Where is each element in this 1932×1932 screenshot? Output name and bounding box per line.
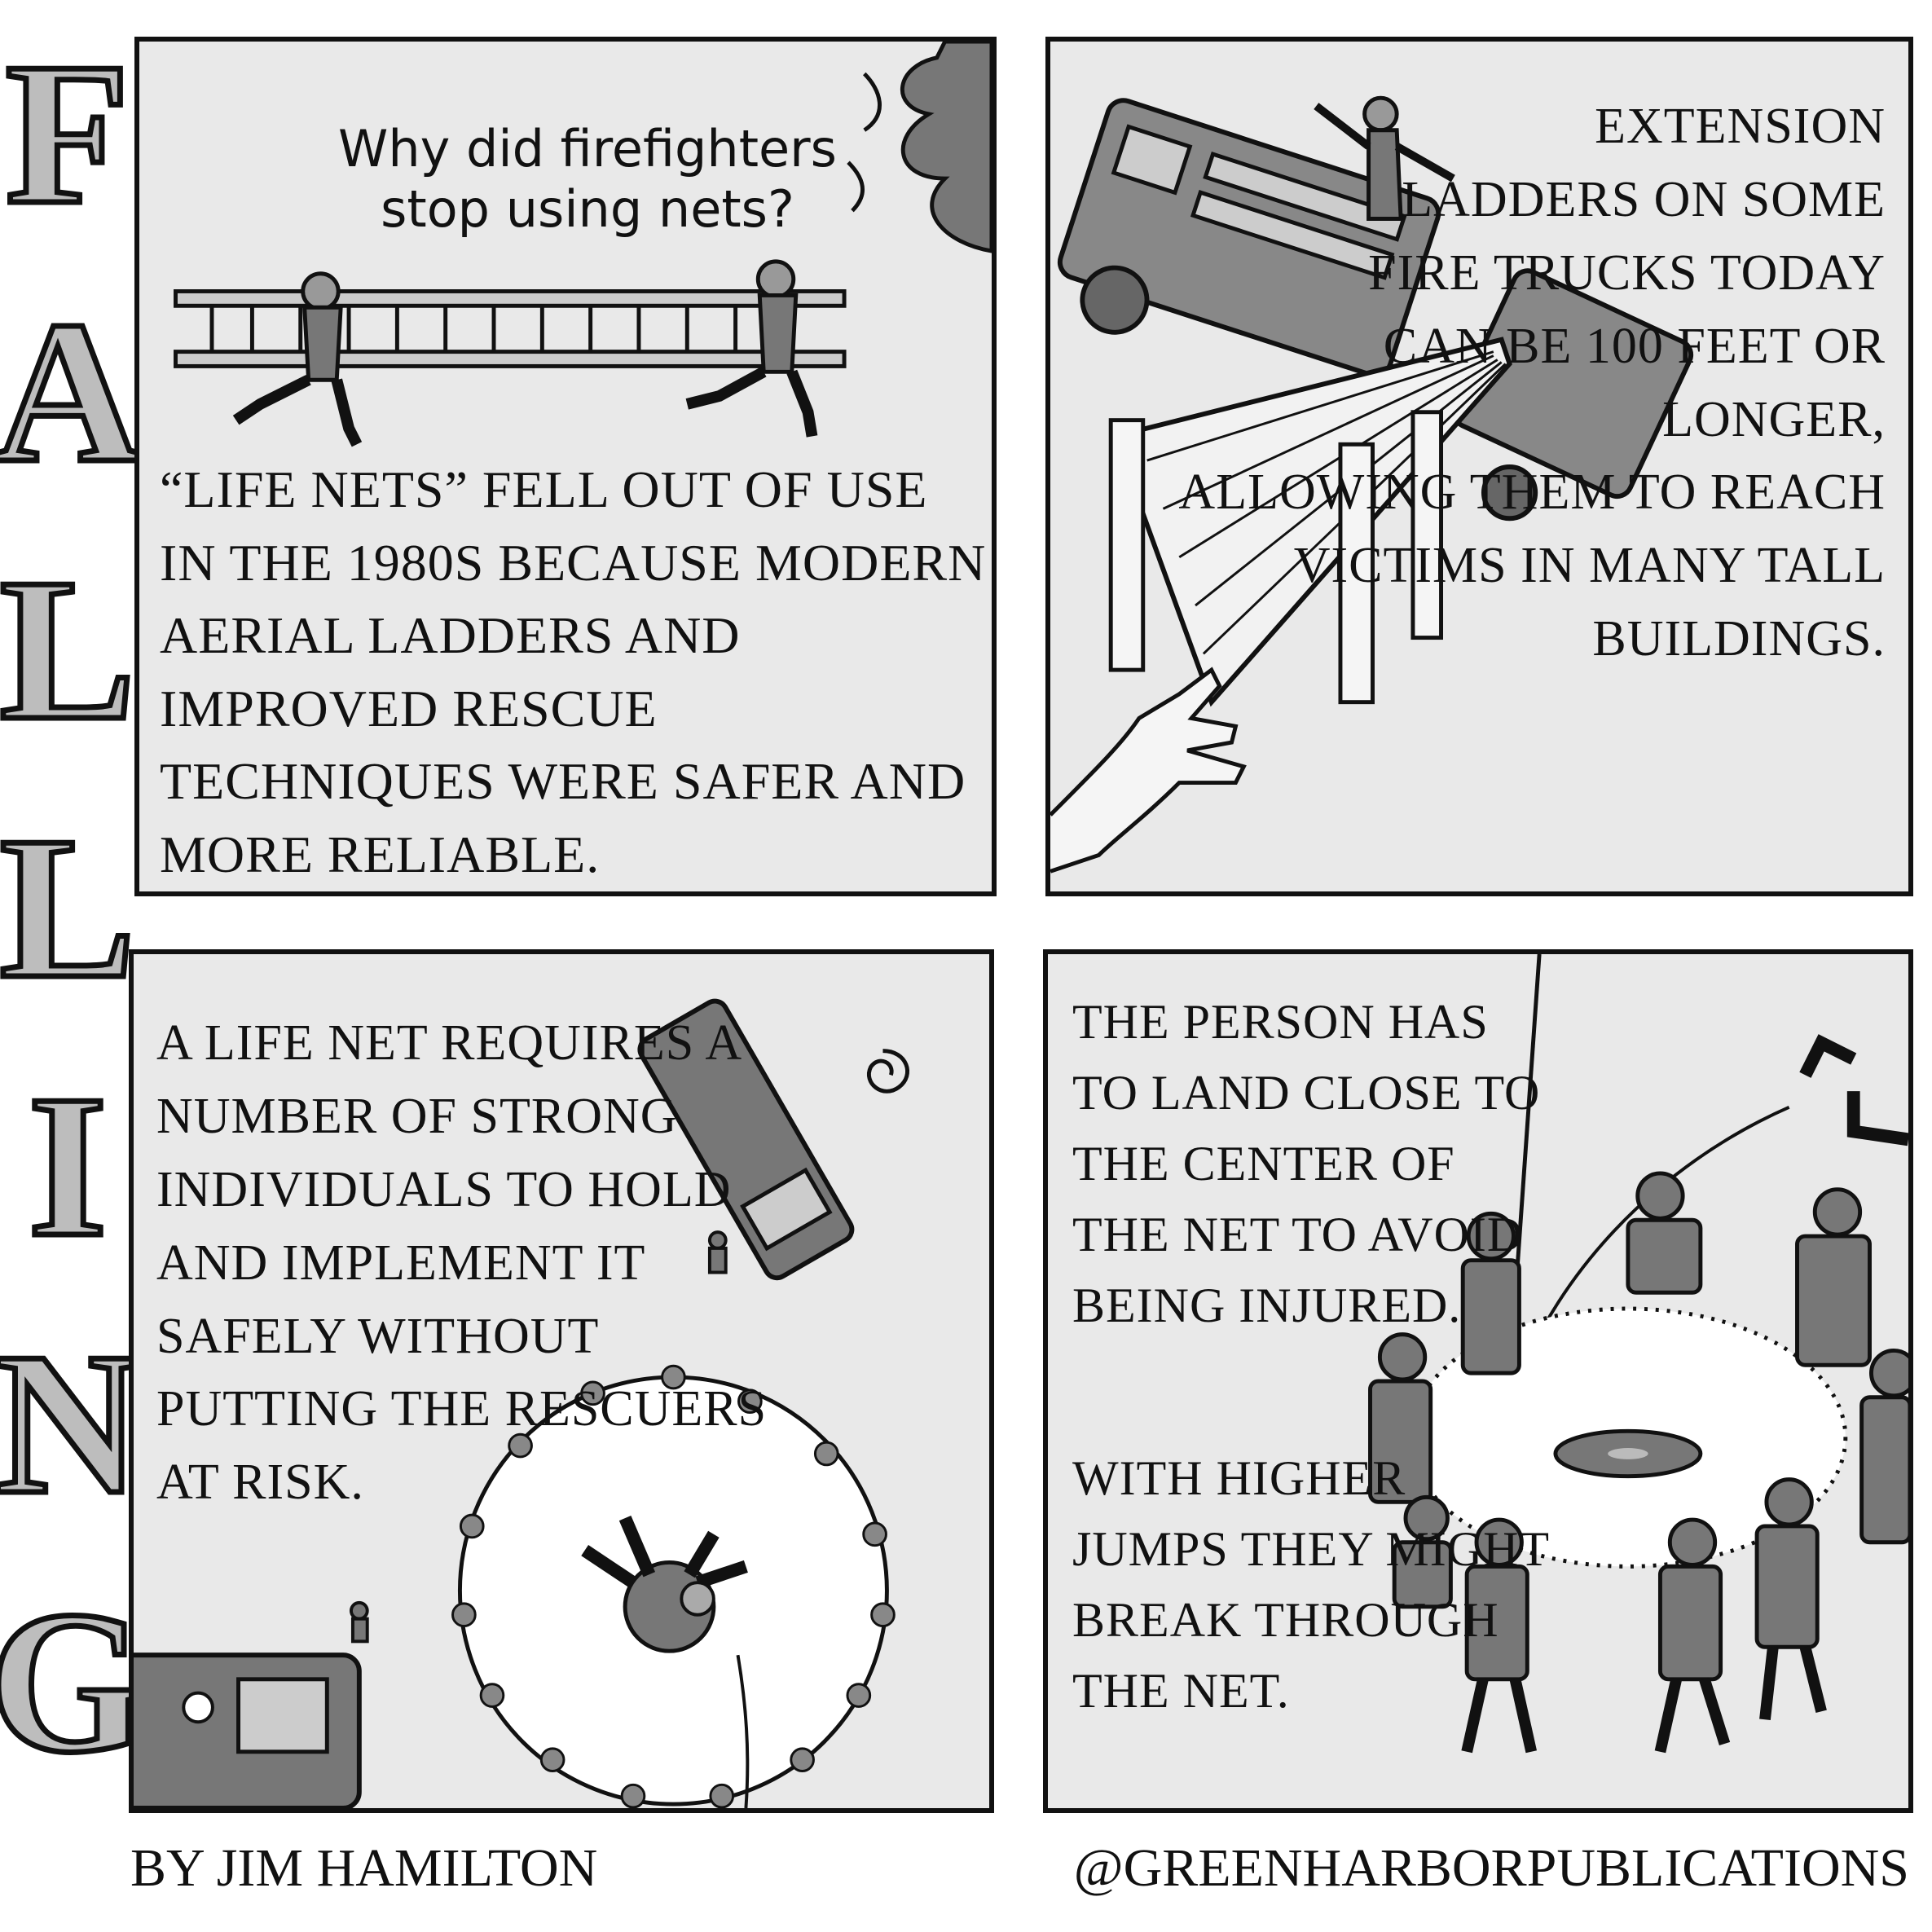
panel-1-illustration (174, 42, 992, 447)
title-letter-i: I (25, 1053, 110, 1279)
comic-title-vertical: F A L L I N G (0, 21, 150, 1787)
panel-4-illustration (1368, 954, 1908, 1754)
panel-1-caption: “LIFE NETS” FELL OUT OF USE IN THE 1980S… (160, 460, 987, 883)
title-letter-a: A (0, 279, 144, 505)
panel-3-illustration (134, 998, 909, 1808)
title-letter-n: N (0, 1311, 144, 1538)
publisher-handle: @GREENHARBORPUBLICATIONS (1073, 1838, 1909, 1898)
title-letter-l2: L (0, 794, 139, 1021)
title-letter-f: F (2, 21, 133, 247)
comic-panel-1: Why did firefighters stop using nets? “L… (134, 37, 997, 896)
comic-panel-4: THE PERSON HAS TO LAND CLOSE TO THE CENT… (1043, 949, 1913, 1813)
panel-4-caption-bottom: WITH HIGHER JUMPS THEY MIGHT BREAK THROU… (1072, 1451, 1549, 1718)
panel-1-question: Why did firefighters stop using nets? (338, 119, 837, 240)
panel-2-illustration (1050, 95, 1694, 874)
panel-2-caption-wide: ALLOWING THEM TO REACH VICTIMS IN MANY T… (1178, 464, 1886, 667)
panel-2-caption-narrow: EXTENSION LADDERS ON SOME FIRE TRUCKS TO… (1368, 99, 1886, 447)
panel-2-caption: EXTENSION LADDERS ON SOME FIRE TRUCKS TO… (1178, 90, 1886, 676)
panel-3-caption: A LIFE NET REQUIRES A NUMBER OF STRONG I… (156, 1015, 768, 1511)
panel-4-caption-top: THE PERSON HAS TO LAND CLOSE TO THE CENT… (1072, 995, 1541, 1332)
title-letter-l1: L (0, 537, 139, 764)
author-credit: BY JIM HAMILTON (130, 1838, 598, 1898)
comic-panel-2: EXTENSION LADDERS ON SOME FIRE TRUCKS TO… (1045, 37, 1913, 896)
comic-panel-3: A LIFE NET REQUIRES A NUMBER OF STRONG I… (129, 949, 994, 1813)
title-letter-g: G (0, 1569, 150, 1795)
